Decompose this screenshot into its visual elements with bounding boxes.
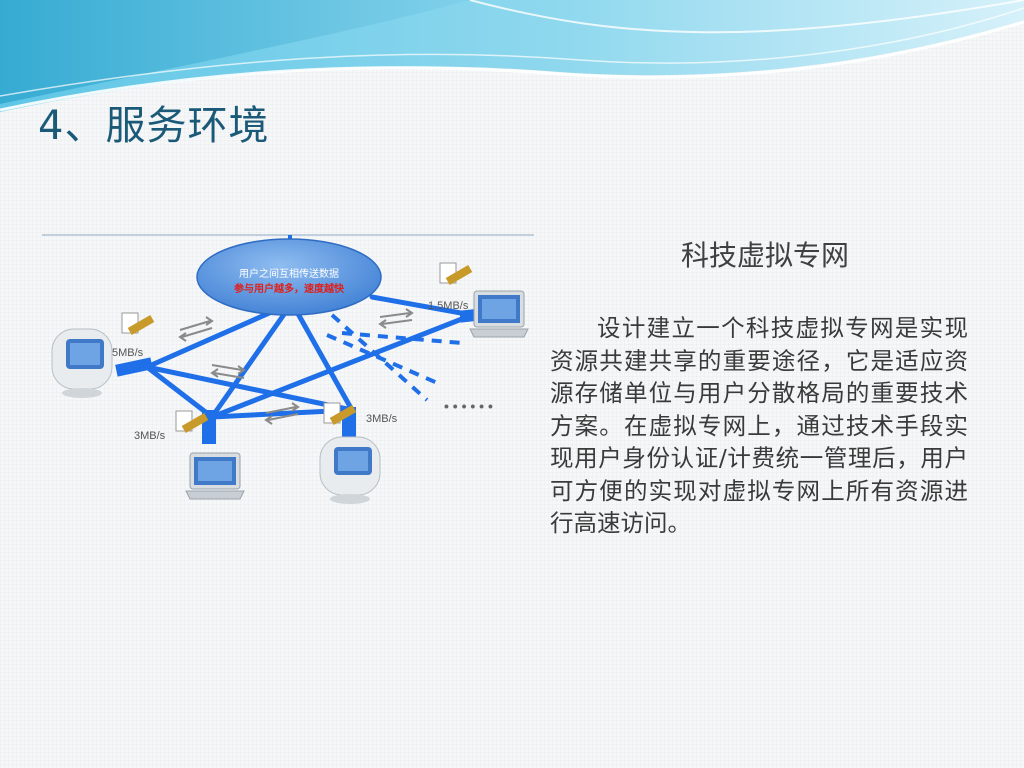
computer-bottom-right (319, 436, 381, 504)
header-wave-decoration (0, 0, 1024, 112)
divider-stub (288, 235, 292, 241)
link-cloud-right (369, 294, 475, 318)
laptop-bottom-left (185, 452, 245, 500)
topic-body: 设计建立一个科技虚拟专网是实现资源共建共享的重要途径，它是适应资源存储单位与用户… (550, 314, 968, 537)
network-diagram: 用户之间互相传送数据 参与用户越多，速度越快 (42, 234, 534, 504)
link-left-bottomright (144, 364, 355, 413)
transfer-arrows (178, 308, 414, 425)
slide-title: 4、服务环境 (38, 103, 270, 149)
link-left-bottomleft (144, 364, 215, 420)
speed-label-bottom-right: 3MB/s (366, 413, 398, 425)
dashed-links (326, 313, 463, 402)
speed-label-top-right: 1.5MB/s (428, 300, 469, 312)
link-bottomleft-right (209, 312, 475, 420)
shared-cloud (196, 238, 382, 316)
file-transfer-icon-bottom-right (323, 402, 357, 425)
cloud-text-highlight: 参与用户越多，速度越快 (234, 282, 345, 295)
link-hub-bottomleft (209, 300, 295, 420)
file-transfer-icon-top-right (439, 262, 473, 285)
file-transfer-icon-bottom-left (175, 410, 209, 433)
laptop-right (469, 290, 529, 338)
speed-label-bottom-left: 3MB/s (134, 430, 166, 442)
network-links (144, 294, 475, 420)
file-transfer-icon-left (121, 312, 155, 335)
computer-left (51, 328, 113, 398)
more-users-indicator: • • • • • • (444, 398, 493, 414)
speed-label-left: 5MB/s (112, 347, 144, 359)
link-hub-bottomright (289, 300, 355, 413)
topic-heading: 科技虚拟专网 (680, 239, 849, 272)
cloud-text-main: 用户之间互相传送数据 (239, 267, 339, 280)
